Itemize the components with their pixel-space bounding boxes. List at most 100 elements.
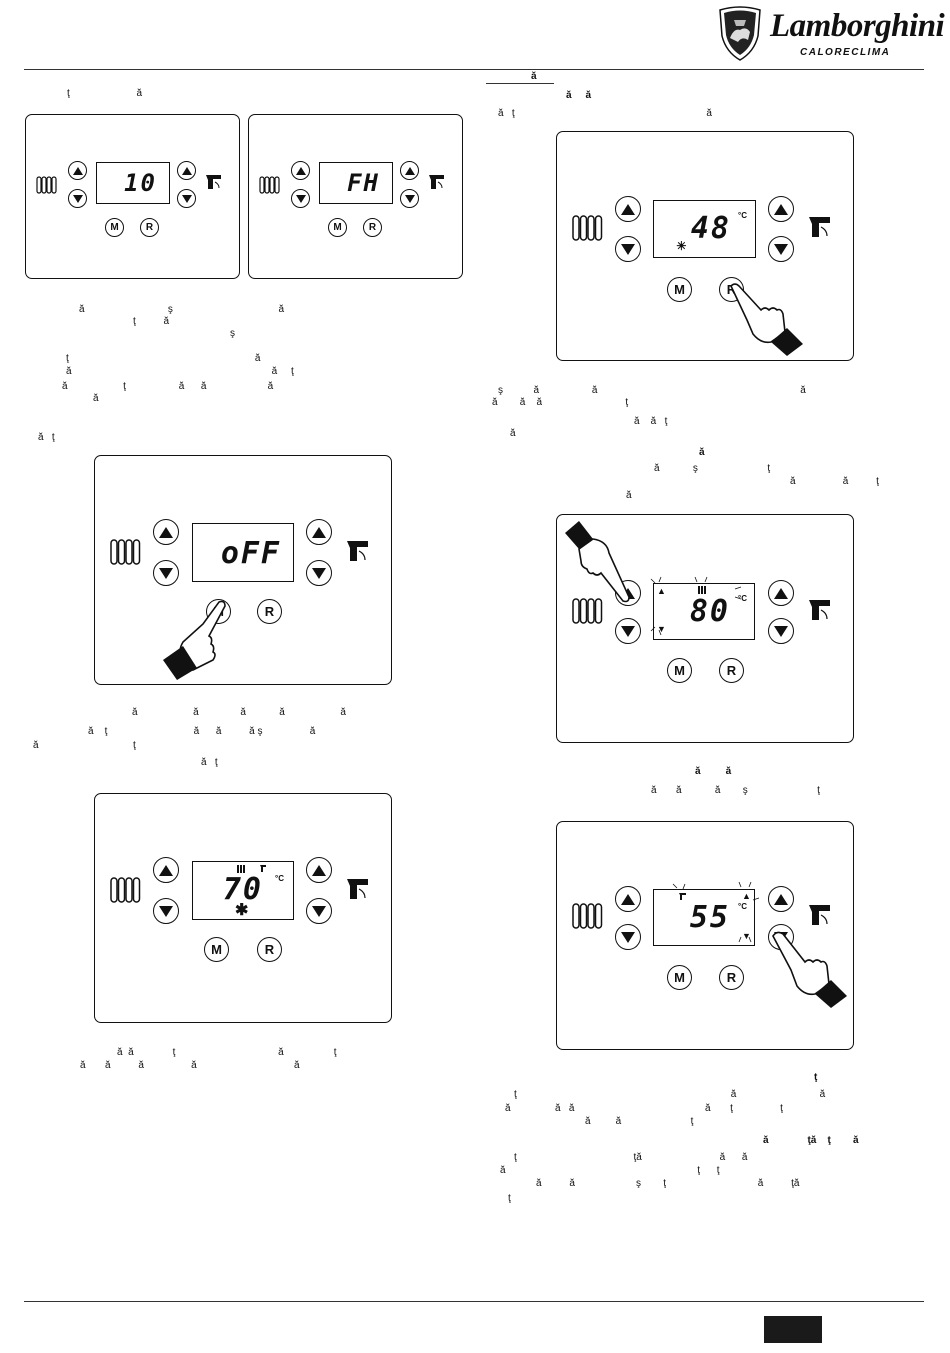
radiator-icon bbox=[572, 215, 603, 241]
dhw-up-button[interactable] bbox=[306, 857, 332, 883]
dhw-up-button[interactable] bbox=[400, 161, 419, 180]
heating-up-button[interactable] bbox=[615, 196, 641, 222]
text-fragment: ă ţ ţ bbox=[500, 1165, 720, 1176]
text-fragment: ă ţ ă ă ă ş ă bbox=[88, 726, 316, 737]
sun-icon: ☀ bbox=[676, 239, 687, 253]
text-fragment: ă ă ţ bbox=[66, 366, 294, 377]
heating-down-button[interactable] bbox=[153, 898, 179, 924]
radiator-icon bbox=[572, 903, 603, 929]
snowflake-icon: ✱ bbox=[235, 902, 249, 919]
reset-button[interactable]: R bbox=[363, 218, 382, 237]
mode-button[interactable]: M bbox=[667, 277, 692, 302]
dhw-up-button[interactable] bbox=[768, 580, 794, 606]
dhw-down-button[interactable] bbox=[768, 618, 794, 644]
text-fragment: ă bbox=[531, 71, 537, 82]
lamborghini-shield-logo bbox=[719, 6, 761, 61]
page-number-box bbox=[764, 1316, 822, 1343]
mode-button[interactable]: M bbox=[105, 218, 124, 237]
text-fragment: ă ă bbox=[566, 90, 592, 101]
dhw-down-button[interactable] bbox=[400, 189, 419, 208]
heating-down-button[interactable] bbox=[68, 189, 87, 208]
text-fragment: ă ş ă bbox=[79, 304, 285, 315]
text-fragment: ă ă ă ă ă bbox=[80, 1060, 300, 1071]
radiator-indicator-icon bbox=[698, 586, 706, 594]
dhw-down-button[interactable] bbox=[177, 189, 196, 208]
text-fragment: ţ bbox=[814, 1072, 818, 1083]
blink-rays-icon bbox=[650, 576, 742, 636]
text-fragment: ă bbox=[93, 393, 99, 404]
celsius-unit: °C bbox=[738, 594, 747, 603]
heating-down-button[interactable] bbox=[615, 618, 641, 644]
heating-up-button[interactable] bbox=[153, 519, 179, 545]
text-fragment: ă ţ ă ă ă bbox=[62, 381, 274, 392]
reset-button[interactable]: R bbox=[140, 218, 159, 237]
dhw-up-button[interactable] bbox=[768, 886, 794, 912]
control-panel-5: 48 °C ☀ M R bbox=[556, 131, 854, 361]
text-fragment: ţ bbox=[508, 1193, 511, 1204]
text-fragment: ţ ă bbox=[67, 88, 143, 99]
pointing-hand-icon bbox=[565, 521, 630, 603]
control-panel-7: ▲ ▼ 55 °C M R bbox=[556, 821, 854, 1050]
heating-down-button[interactable] bbox=[291, 189, 310, 208]
heating-up-button[interactable] bbox=[615, 886, 641, 912]
tap-indicator-icon bbox=[679, 893, 686, 900]
reset-button[interactable]: R bbox=[719, 965, 744, 990]
heading-underline bbox=[486, 83, 554, 84]
text-fragment: ă ă ş ţ ă ţă bbox=[536, 1178, 800, 1189]
heating-down-button[interactable] bbox=[615, 924, 641, 950]
display-value: 80 bbox=[689, 594, 730, 629]
display-value: 70 bbox=[222, 872, 263, 907]
dhw-down-button[interactable] bbox=[306, 898, 332, 924]
reset-button[interactable]: R bbox=[257, 599, 282, 624]
text-fragment: ă ţă ţ ă bbox=[763, 1135, 859, 1146]
lcd-display: 70 °C ✱ bbox=[192, 861, 294, 920]
radiator-icon bbox=[110, 877, 141, 903]
text-fragment: ţ ţă ă ă bbox=[514, 1152, 748, 1163]
radiator-icon bbox=[259, 176, 280, 194]
text-fragment: ă ă ţ bbox=[634, 416, 668, 427]
display-value: oFF bbox=[220, 536, 281, 571]
text-fragment: ş bbox=[230, 328, 235, 339]
display-value: 10 bbox=[124, 169, 157, 197]
text-fragment: ă ă ă ţ bbox=[492, 397, 629, 408]
blink-up-arrow-icon: ▲ bbox=[657, 586, 666, 596]
mode-button[interactable]: M bbox=[204, 937, 229, 962]
lcd-display: oFF bbox=[192, 523, 294, 582]
display-value: FH bbox=[347, 169, 380, 197]
text-fragment: ă ţ ă bbox=[498, 108, 712, 119]
heating-up-button[interactable] bbox=[153, 857, 179, 883]
blink-down-arrow-icon: ▼ bbox=[742, 931, 751, 941]
heating-up-button[interactable] bbox=[291, 161, 310, 180]
text-fragment: ă bbox=[510, 428, 516, 439]
mode-button[interactable]: M bbox=[328, 218, 347, 237]
dhw-up-button[interactable] bbox=[768, 196, 794, 222]
text-fragment: ă ş ţ bbox=[654, 463, 771, 474]
heating-up-button[interactable] bbox=[68, 161, 87, 180]
brand-subtitle: CALORECLIMA bbox=[800, 47, 891, 58]
reset-button[interactable]: R bbox=[257, 937, 282, 962]
mode-button[interactable]: M bbox=[667, 658, 692, 683]
radiator-icon bbox=[110, 539, 141, 565]
heating-down-button[interactable] bbox=[153, 560, 179, 586]
text-fragment: ş ă ă ă bbox=[498, 385, 806, 396]
reset-button[interactable]: R bbox=[719, 658, 744, 683]
tap-indicator-icon bbox=[260, 865, 266, 872]
dhw-down-button[interactable] bbox=[306, 560, 332, 586]
mode-button[interactable]: M bbox=[667, 965, 692, 990]
heating-down-button[interactable] bbox=[615, 236, 641, 262]
tap-icon bbox=[347, 541, 368, 561]
dhw-down-button[interactable] bbox=[768, 236, 794, 262]
lcd-display: 10 bbox=[96, 162, 170, 204]
control-panel-1: 10 M R bbox=[25, 114, 240, 279]
tap-icon bbox=[809, 217, 830, 237]
control-panel-4: 70 °C ✱ M R bbox=[94, 793, 392, 1023]
lcd-display: 48 °C ☀ bbox=[653, 200, 756, 258]
blink-rays-icon bbox=[672, 881, 760, 943]
tap-icon bbox=[429, 175, 444, 189]
dhw-up-button[interactable] bbox=[177, 161, 196, 180]
pointing-hand-icon bbox=[163, 600, 226, 680]
text-fragment: ă ă ţ bbox=[790, 476, 879, 487]
tap-icon bbox=[206, 175, 221, 189]
text-fragment: ă bbox=[626, 490, 632, 501]
dhw-up-button[interactable] bbox=[306, 519, 332, 545]
